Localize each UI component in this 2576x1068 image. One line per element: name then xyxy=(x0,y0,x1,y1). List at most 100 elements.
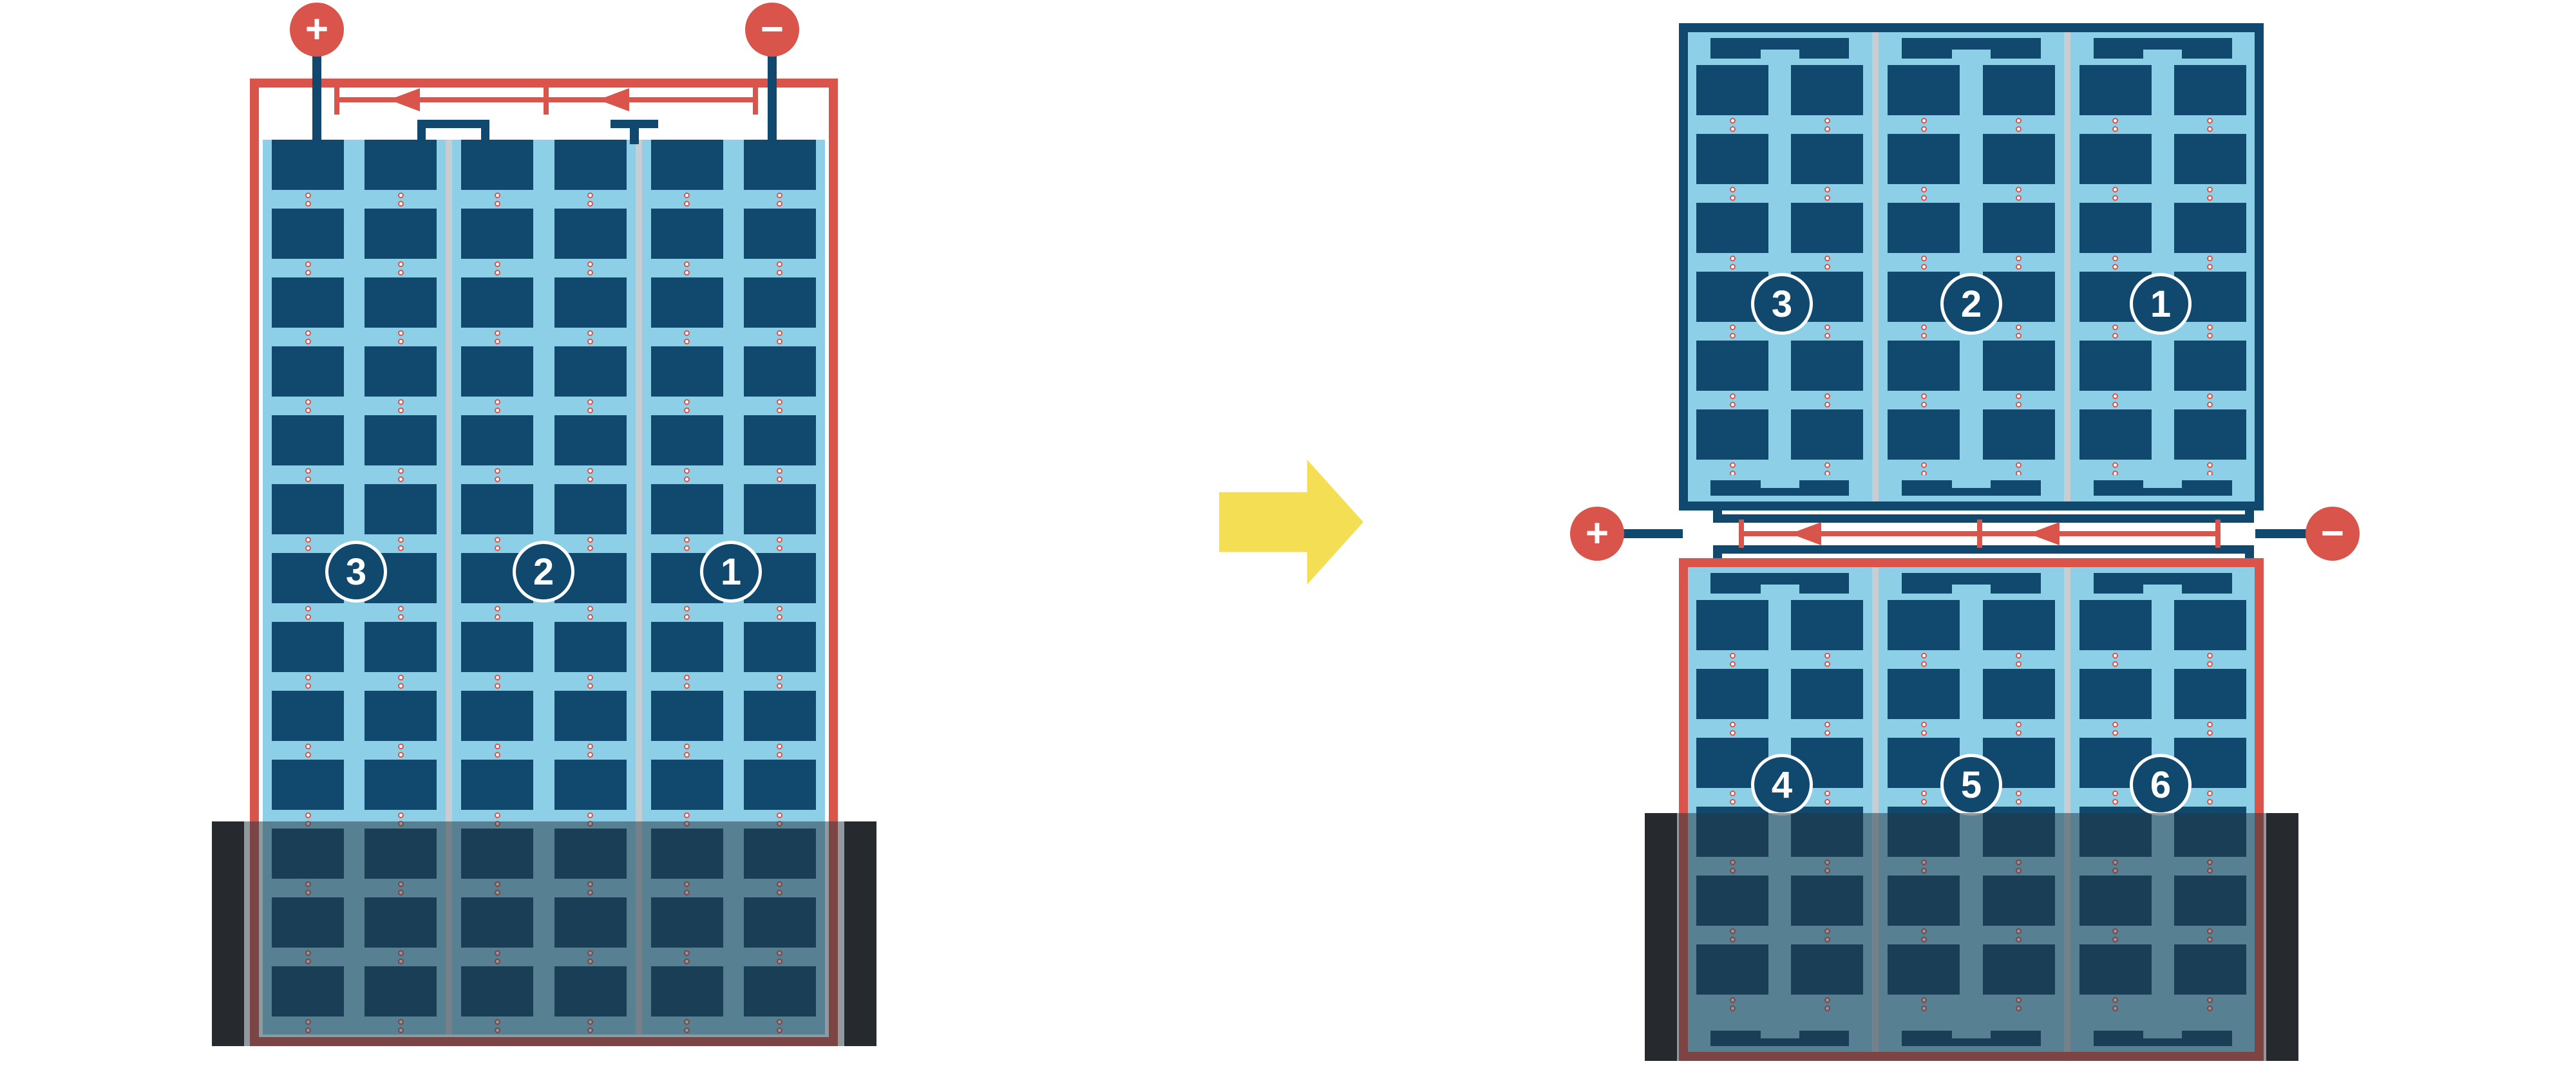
mounting-post xyxy=(1645,813,1677,1061)
solder-dot xyxy=(684,743,690,749)
solder-dot xyxy=(2112,324,2119,330)
solder-dot xyxy=(684,536,690,543)
solder-dot-stack xyxy=(744,330,816,344)
solder-dot-stack xyxy=(651,743,723,758)
pv-cell xyxy=(650,484,723,534)
solder-dot xyxy=(1729,393,1736,399)
solder-dot xyxy=(1824,332,1830,339)
solder-dot-stack xyxy=(365,330,437,344)
solder-dot xyxy=(684,330,690,336)
solder-dot xyxy=(305,545,311,551)
solder-dot-stack xyxy=(1696,186,1768,201)
string-number-badge: 3 xyxy=(1751,273,1813,335)
mounting-post xyxy=(212,821,244,1046)
cell-grid xyxy=(642,140,825,1035)
solder-dot-stack xyxy=(461,674,533,689)
string-number-badge: 1 xyxy=(700,541,762,603)
solder-dot xyxy=(2016,470,2022,475)
solder-dot xyxy=(777,261,783,267)
solder-dot xyxy=(1729,660,1736,667)
string-number: 5 xyxy=(1960,764,1982,806)
solder-dot xyxy=(1920,470,1927,475)
solder-dot xyxy=(684,476,690,482)
string-number-badge: 5 xyxy=(1940,754,2002,816)
pv-cell xyxy=(743,140,816,190)
solder-dot xyxy=(1729,401,1736,408)
solder-dot xyxy=(777,200,783,207)
pv-cell xyxy=(743,209,816,259)
pv-cell xyxy=(743,622,816,672)
solder-dot-stack xyxy=(1983,790,2055,805)
solder-dot xyxy=(1920,790,1927,796)
solder-dot xyxy=(397,338,404,344)
solder-dot-stack xyxy=(1696,393,1768,408)
solder-dot xyxy=(494,614,500,620)
pv-cell xyxy=(554,277,627,328)
solder-dot-stack xyxy=(2174,652,2246,667)
solder-dot-stack xyxy=(365,674,437,689)
solder-dot xyxy=(397,476,404,482)
pv-cell xyxy=(1791,203,1864,253)
solder-dot xyxy=(2016,263,2022,270)
pv-cell xyxy=(2079,203,2152,253)
solder-dot xyxy=(587,261,594,267)
solder-dot-stack xyxy=(461,605,533,620)
solder-dot xyxy=(1729,790,1736,796)
solder-dot xyxy=(684,192,690,198)
solder-dot-stack xyxy=(2079,721,2152,736)
solder-dot-stack xyxy=(2174,117,2246,132)
solder-dot xyxy=(2016,729,2022,736)
solder-dot xyxy=(1729,332,1736,339)
solder-dot-stack xyxy=(651,605,723,620)
string-interconnect-bracket xyxy=(417,120,489,144)
solder-dot xyxy=(684,269,690,276)
solder-dot xyxy=(684,545,690,551)
solder-dot xyxy=(684,398,690,405)
solder-dot xyxy=(2112,194,2119,201)
flood-water-overlay xyxy=(229,821,860,1046)
pv-cell xyxy=(365,209,437,259)
solder-dot xyxy=(494,743,500,749)
pv-cell xyxy=(2079,669,2152,719)
solder-dot xyxy=(305,674,311,680)
solder-dot xyxy=(587,545,594,551)
pv-cell xyxy=(365,140,437,190)
top-busbar xyxy=(2093,38,2232,59)
string-number: 4 xyxy=(1771,764,1793,806)
solder-dot xyxy=(587,467,594,474)
pv-cell xyxy=(2079,134,2152,184)
solder-dot xyxy=(777,536,783,543)
solder-dot xyxy=(2112,462,2119,468)
solder-dot xyxy=(2112,117,2119,124)
solder-dot xyxy=(305,614,311,620)
minus-icon: − xyxy=(760,7,784,52)
pv-cell xyxy=(461,691,534,741)
transform-arrow-icon xyxy=(1219,460,1363,585)
solder-dot xyxy=(1824,798,1830,805)
solder-dot xyxy=(587,812,594,818)
solder-dot xyxy=(2016,462,2022,468)
solder-dot xyxy=(1920,798,1927,805)
solder-dot xyxy=(2207,255,2213,261)
solder-dot-stack xyxy=(365,467,437,482)
solder-dot xyxy=(587,192,594,198)
pv-cell xyxy=(743,415,816,465)
solder-dot-stack xyxy=(272,467,344,482)
cell-grid xyxy=(1687,65,1872,475)
solder-dot xyxy=(305,338,311,344)
solder-dot xyxy=(2016,393,2022,399)
solder-dot xyxy=(397,330,404,336)
solder-dot xyxy=(397,407,404,413)
pv-cell xyxy=(1982,134,2055,184)
current-direction-wire xyxy=(334,85,758,115)
solder-dot-stack xyxy=(554,605,627,620)
solder-dot xyxy=(2016,324,2022,330)
pv-cell xyxy=(272,346,344,397)
solder-dot-stack xyxy=(272,330,344,344)
solder-dot xyxy=(305,200,311,207)
pv-cell xyxy=(272,622,344,672)
module-column xyxy=(1687,32,1872,502)
solder-dot-stack xyxy=(651,536,723,551)
solder-dot xyxy=(684,674,690,680)
solder-dot-stack xyxy=(744,605,816,620)
